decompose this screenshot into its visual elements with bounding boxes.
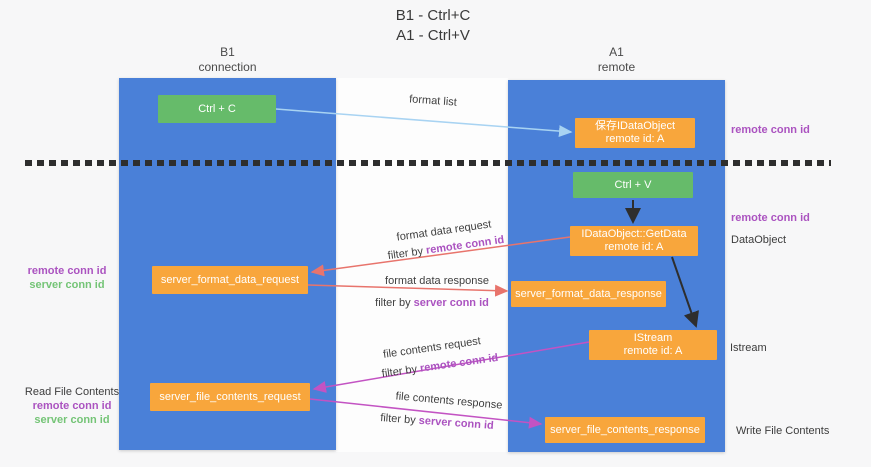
filter-by-text-2: filter by (375, 297, 414, 309)
format-list-arrow (275, 108, 573, 138)
file-contents-request-arrow (312, 341, 590, 393)
istream-node: IStream remote id: A (589, 330, 717, 360)
diagram-title: B1 - Ctrl+C A1 - Ctrl+V (283, 6, 583, 46)
format-data-response-filter-label: filter by server conn id (375, 297, 489, 309)
istream-line1: IStream (633, 332, 673, 344)
istream-line2: remote id: A (623, 345, 683, 357)
server-format-data-request-node: server_format_data_request (152, 266, 308, 294)
b1-subtitle: connection (198, 60, 257, 74)
left-server-conn-id: server conn id (29, 279, 105, 291)
istream-side-label: Istream (730, 342, 767, 354)
title-line-1: B1 - Ctrl+C (395, 7, 471, 24)
idataobject-getdata-node: IDataObject::GetData remote id: A (570, 226, 698, 256)
ctrl-c-node: Ctrl + C (158, 95, 276, 123)
save-idataobject-line1: 保存IDataObject (594, 120, 676, 132)
format-data-response-arrow (307, 284, 509, 297)
server-file-contents-response-node: server_file_contents_response (545, 417, 705, 443)
read-file-contents-label: Read File Contents (24, 386, 120, 398)
server-file-contents-request-node: server_file_contents_request (150, 383, 310, 411)
a1-title: A1 (609, 45, 624, 59)
dataobject-label: DataObject (731, 234, 787, 246)
save-idataobject-line2: remote id: A (605, 133, 665, 145)
save-idataobject-node: 保存IDataObject remote id: A (575, 118, 695, 148)
format-data-request-arrow (310, 236, 571, 277)
b1-column-header: B1 connection (119, 45, 336, 75)
format-response-label: server_format_data_response (515, 287, 662, 300)
left-server-conn-id-2: server conn id (34, 414, 110, 426)
right-remote-conn-id-1: remote conn id (731, 124, 810, 136)
a1-subtitle: remote (597, 60, 636, 74)
b1-title: B1 (220, 45, 235, 59)
phase-separator-dashed-line (25, 160, 831, 166)
getdata-line2: remote id: A (604, 241, 664, 253)
getdata-line1: IDataObject::GetData (581, 228, 687, 240)
server-format-data-response-node: server_format_data_response (511, 281, 666, 307)
ctrl-v-node: Ctrl + V (573, 172, 693, 198)
server-conn-id-text-1: server conn id (413, 297, 489, 309)
file-contents-response-arrow (309, 398, 543, 429)
format-data-response-label: format data response (385, 275, 489, 287)
left-conn-id-labels-file: Read File Contents remote conn id server… (16, 385, 128, 427)
title-line-2: A1 - Ctrl+V (396, 27, 470, 44)
ctrl-c-label: Ctrl + C (198, 102, 236, 115)
write-file-contents-label: Write File Contents (736, 425, 830, 437)
a1-column-header: A1 remote (508, 45, 725, 75)
left-remote-conn-id-2: remote conn id (32, 400, 112, 412)
format-request-label: server_format_data_request (160, 273, 300, 286)
file-request-label: server_file_contents_request (159, 390, 301, 403)
left-remote-conn-id: remote conn id (27, 265, 107, 277)
getdata-to-istream-arrow (671, 256, 699, 328)
right-remote-conn-id-2: remote conn id (731, 212, 810, 224)
left-conn-id-labels-format: remote conn id server conn id (22, 264, 112, 292)
ctrl-v-label: Ctrl + V (614, 178, 652, 191)
file-response-label: server_file_contents_response (550, 423, 700, 436)
